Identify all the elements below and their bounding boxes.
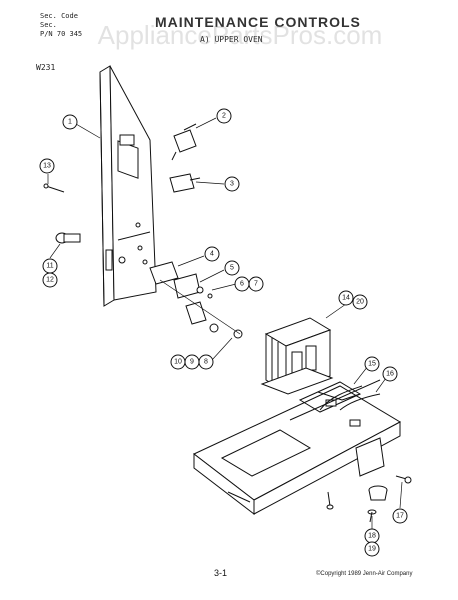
callout-15: 15 bbox=[364, 356, 380, 372]
section-label: Sec. bbox=[40, 21, 57, 29]
svg-text:3: 3 bbox=[230, 181, 234, 188]
svg-text:2: 2 bbox=[222, 113, 226, 120]
callout-13: 13 bbox=[39, 158, 55, 174]
latch-mechanism bbox=[149, 261, 243, 339]
page-number: 3-1 bbox=[214, 568, 228, 578]
svg-text:1: 1 bbox=[68, 119, 72, 126]
svg-text:17: 17 bbox=[396, 513, 404, 520]
svg-text:12: 12 bbox=[46, 277, 54, 284]
page-title: MAINTENANCE CONTROLS bbox=[155, 14, 361, 30]
callout-11: 11 bbox=[42, 258, 58, 274]
callout-16: 16 bbox=[382, 366, 398, 382]
callout-4: 4 bbox=[204, 246, 220, 262]
svg-text:8: 8 bbox=[204, 359, 208, 366]
svg-text:10: 10 bbox=[174, 359, 182, 366]
callout-8: 8 bbox=[198, 354, 214, 370]
switch-part-3 bbox=[169, 173, 201, 193]
svg-text:16: 16 bbox=[386, 371, 394, 378]
leader-lines bbox=[47, 117, 403, 530]
wire-leads bbox=[319, 385, 381, 411]
callout-17: 17 bbox=[392, 508, 408, 524]
svg-text:4: 4 bbox=[210, 251, 214, 258]
screw-part-13 bbox=[43, 183, 65, 193]
callout-10: 10 bbox=[170, 354, 186, 370]
svg-text:11: 11 bbox=[46, 263, 53, 270]
callout-18: 18 bbox=[364, 528, 380, 544]
svg-text:14: 14 bbox=[342, 295, 350, 302]
svg-text:6: 6 bbox=[240, 281, 244, 288]
page-subtitle: A) UPPER OVEN bbox=[200, 35, 263, 44]
control-bracket bbox=[99, 65, 157, 307]
side-bracket bbox=[355, 437, 412, 484]
callout-9: 9 bbox=[184, 354, 200, 370]
callout-2: 2 bbox=[216, 108, 232, 124]
callout-20: 20 bbox=[352, 294, 368, 310]
callout-19: 19 bbox=[364, 541, 380, 557]
callout-7: 7 bbox=[248, 276, 264, 292]
section-code-label: Sec. Code bbox=[40, 12, 78, 20]
switch-part-2 bbox=[171, 123, 197, 161]
callout-6: 6 bbox=[234, 276, 250, 292]
svg-text:5: 5 bbox=[230, 265, 234, 272]
svg-text:15: 15 bbox=[368, 361, 376, 368]
svg-text:19: 19 bbox=[368, 546, 376, 553]
svg-text:7: 7 bbox=[254, 281, 258, 288]
callout-14: 14 bbox=[338, 290, 354, 306]
svg-text:20: 20 bbox=[356, 299, 364, 306]
svg-text:13: 13 bbox=[43, 163, 51, 170]
grommet-part-11 bbox=[55, 232, 81, 244]
svg-text:18: 18 bbox=[368, 533, 376, 540]
callout-12: 12 bbox=[42, 272, 58, 288]
tray-screw bbox=[326, 491, 334, 510]
callout-3: 3 bbox=[224, 176, 240, 192]
callout-1: 1 bbox=[62, 114, 78, 130]
copyright-notice: ©Copyright 1989 Jenn-Air Company bbox=[316, 571, 413, 577]
transformer bbox=[260, 317, 334, 395]
svg-text:9: 9 bbox=[190, 359, 194, 366]
model-label: W231 bbox=[36, 63, 56, 72]
part-number-label: P/N 70 345 bbox=[40, 30, 83, 38]
knob bbox=[367, 485, 388, 523]
callout-5: 5 bbox=[224, 260, 240, 276]
